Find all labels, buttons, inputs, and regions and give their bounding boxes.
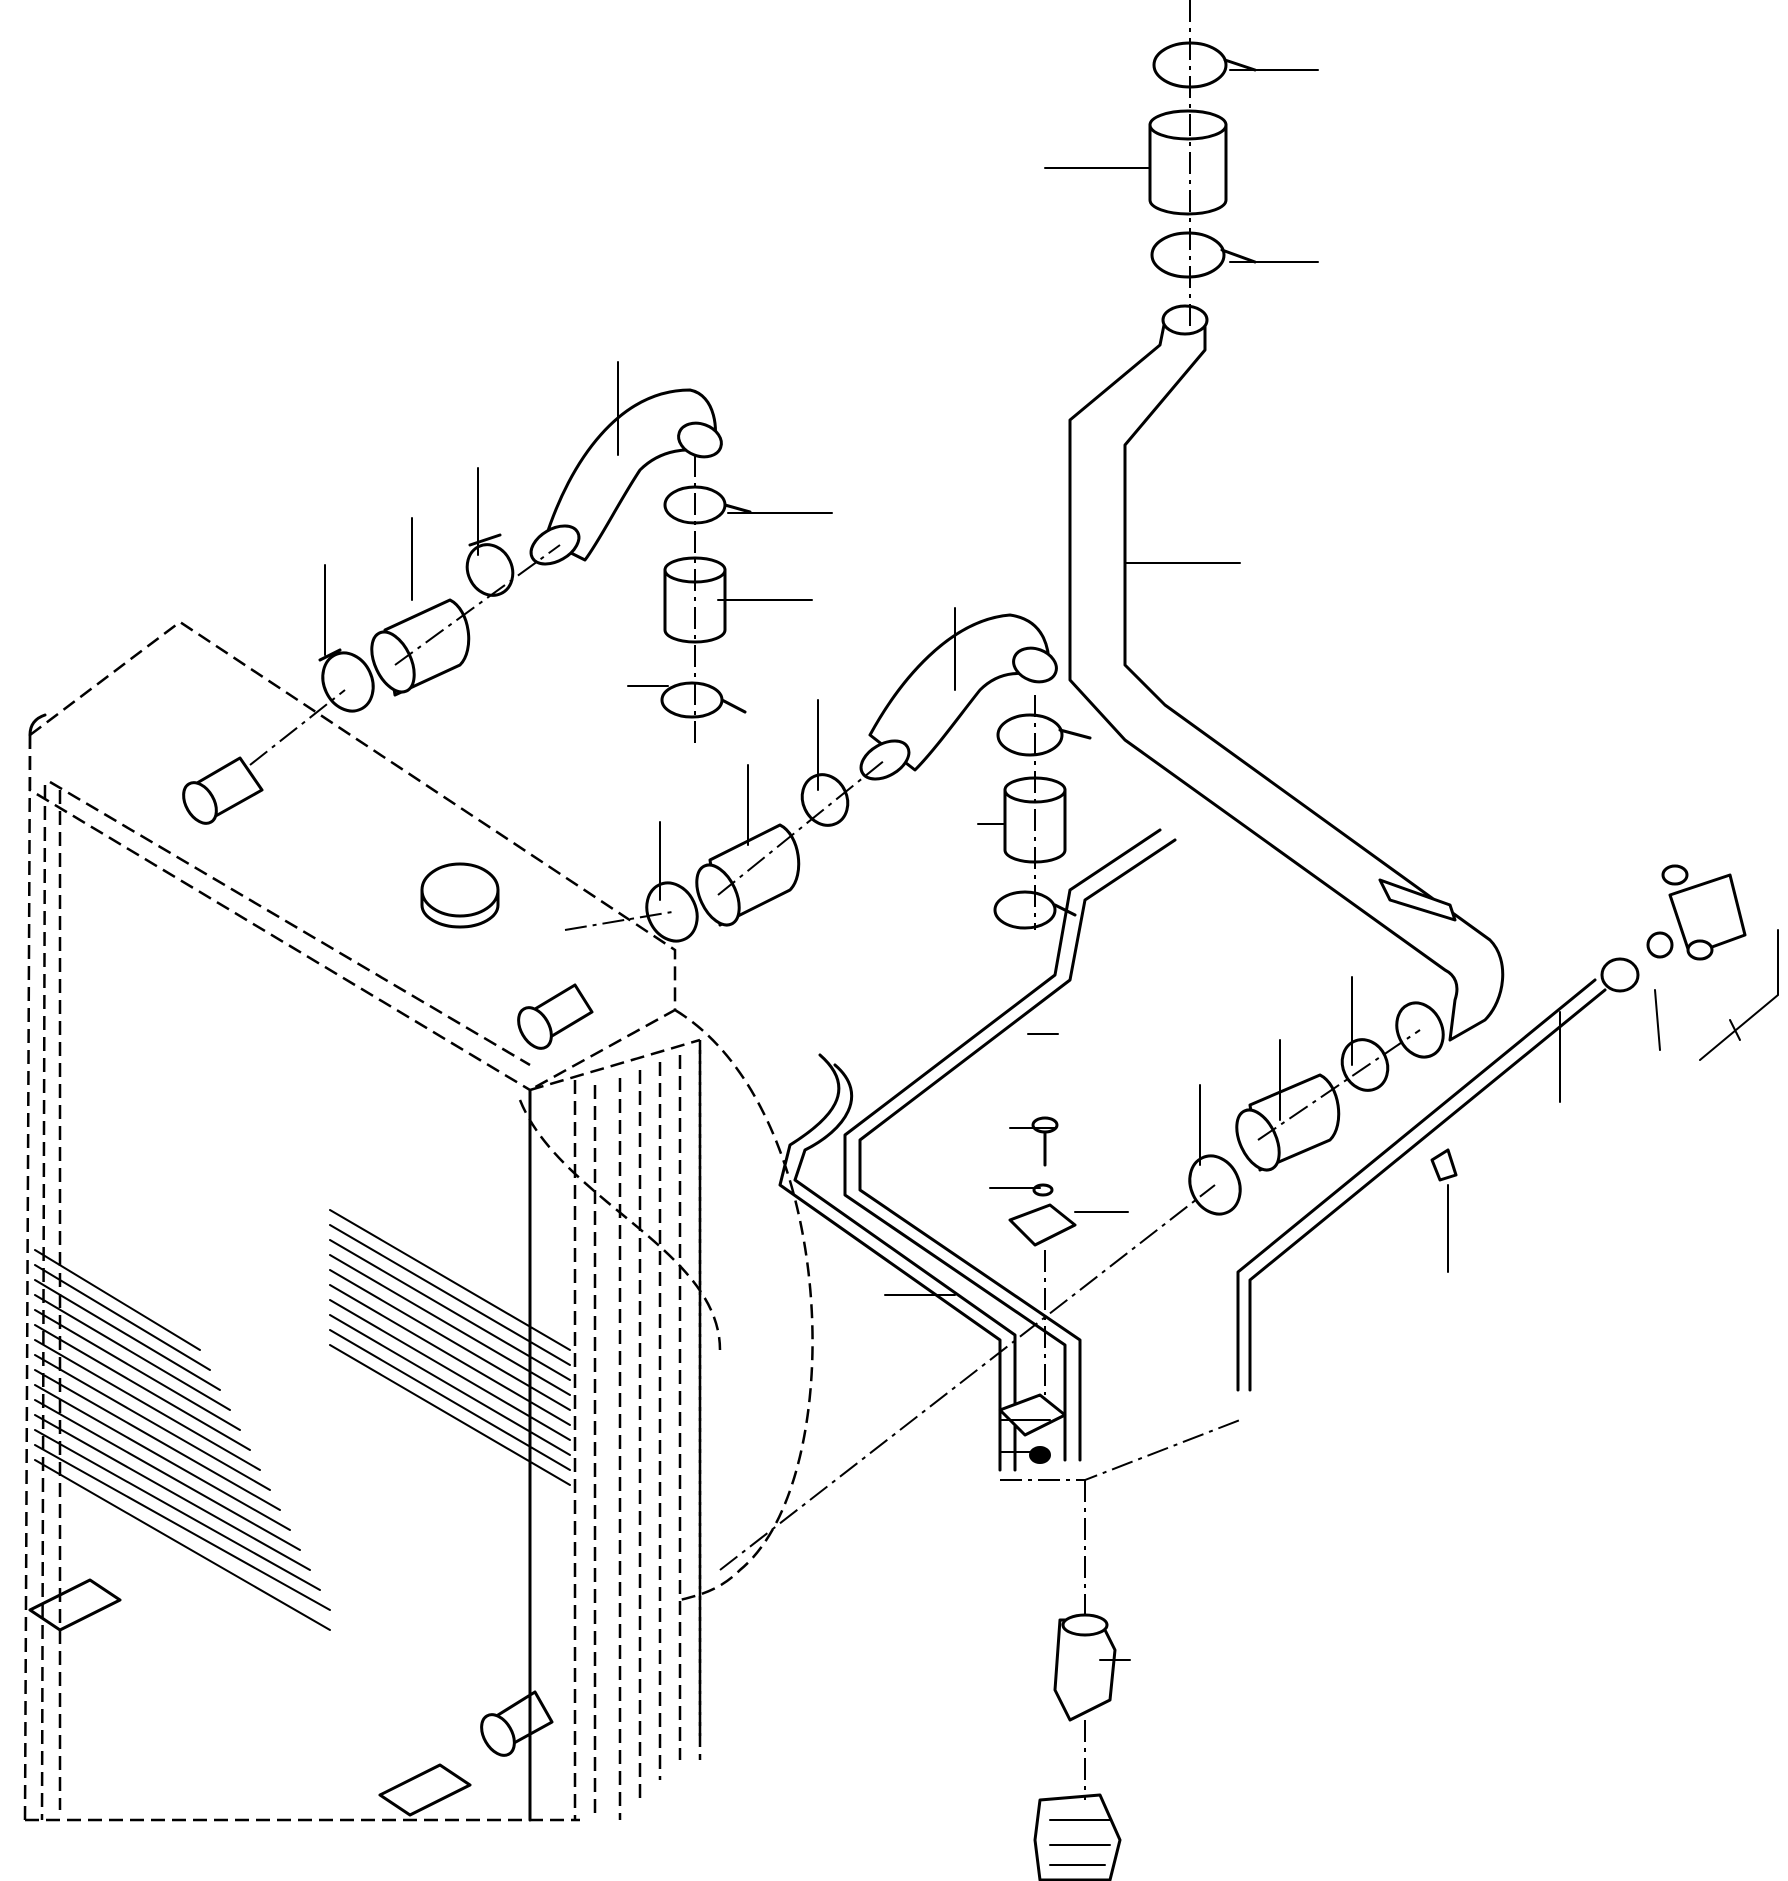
- small-tubes: [778, 828, 1747, 1881]
- leader-lines: [324, 69, 1779, 1661]
- long-pipe: [1068, 41, 1505, 1216]
- radiator: [23, 620, 814, 1822]
- upper-hose-set: [318, 388, 752, 719]
- centerlines: [249, 0, 1421, 1800]
- middle-hose-set: [645, 613, 1092, 943]
